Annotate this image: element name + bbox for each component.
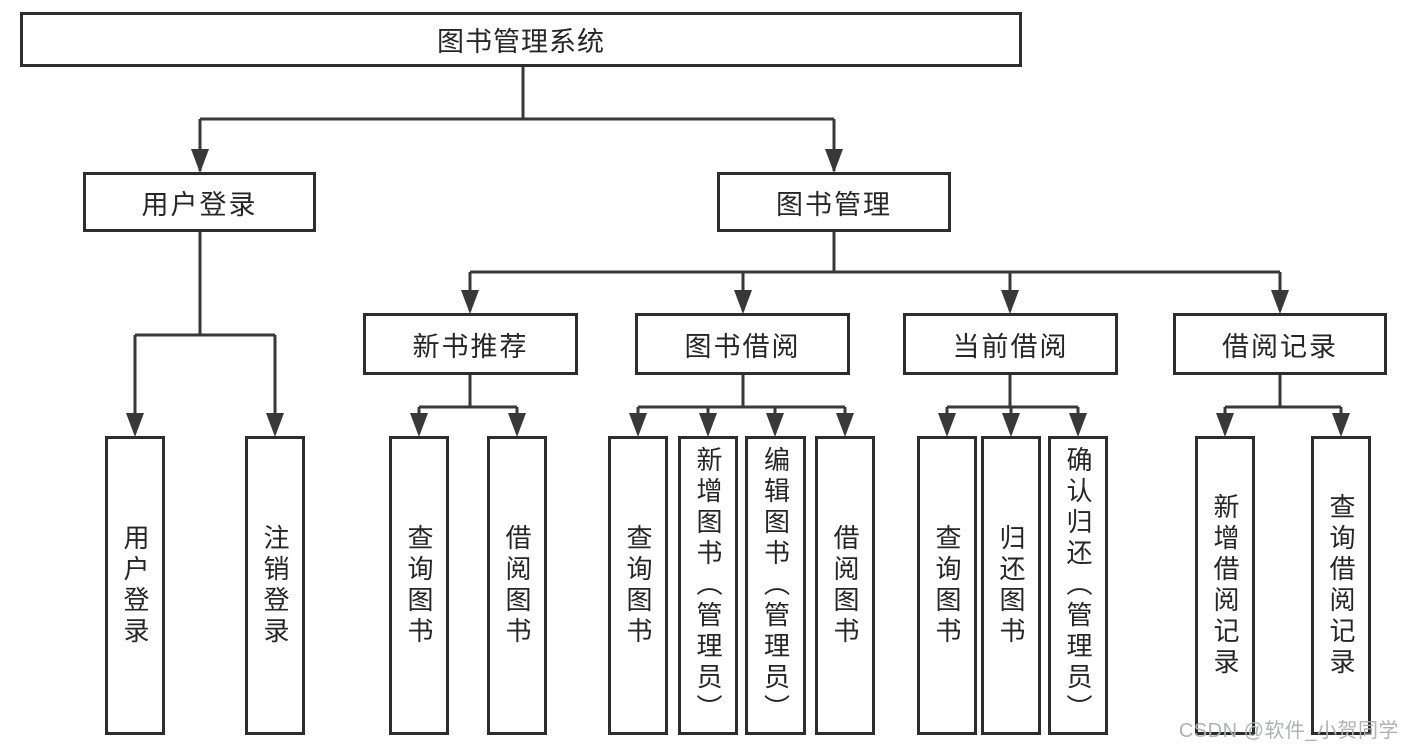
leaf-cb-return-books: 归还图书 — [981, 436, 1041, 735]
node-user-login-label: 用户登录 — [141, 189, 258, 220]
leaf-bb-edit-books-admin: 编辑图书（管理员） — [745, 436, 806, 735]
leaf-bb-borrow-books: 借阅图书 — [815, 436, 875, 735]
leaf-cb-confirm-return-admin-label: 确认归还（管理员） — [1063, 446, 1093, 725]
node-current-borrowing: 当前借阅 — [903, 313, 1118, 375]
leaf-br-query-record-label: 查询借阅记录 — [1326, 492, 1356, 679]
leaf-user-login-label: 用户登录 — [120, 523, 150, 648]
node-new-book-recommend: 新书推荐 — [363, 313, 578, 375]
leaf-cb-confirm-return-admin: 确认归还（管理员） — [1048, 436, 1108, 735]
leaf-bb-borrow-books-label: 借阅图书 — [830, 523, 860, 648]
leaf-cb-query-books: 查询图书 — [917, 436, 977, 735]
leaf-logout-label: 注销登录 — [260, 523, 290, 648]
node-book-borrowing-label: 图书借阅 — [684, 331, 801, 362]
leaf-br-add-record: 新增借阅记录 — [1195, 436, 1255, 735]
leaf-bb-query-books-label: 查询图书 — [623, 523, 653, 648]
leaf-user-login: 用户登录 — [105, 436, 165, 735]
leaf-bb-edit-books-admin-label: 编辑图书（管理员） — [760, 446, 791, 725]
csdn-watermark: CSDN @软件_小贺同学 — [1178, 720, 1399, 742]
node-borrowing-records-label: 借阅记录 — [1222, 331, 1338, 362]
node-root-label: 图书管理系统 — [437, 27, 605, 57]
leaf-cb-return-books-label: 归还图书 — [996, 523, 1026, 648]
leaf-bb-add-books-admin: 新增图书（管理员） — [678, 436, 738, 735]
leaf-nbr-borrow-books: 借阅图书 — [487, 436, 547, 735]
leaf-bb-add-books-admin-label: 新增图书（管理员） — [693, 446, 723, 725]
leaf-nbr-query-books-label: 查询图书 — [404, 523, 434, 648]
leaf-bb-query-books: 查询图书 — [608, 436, 668, 735]
leaf-logout: 注销登录 — [245, 436, 305, 735]
node-new-book-recommend-label: 新书推荐 — [412, 331, 529, 362]
node-borrowing-records: 借阅记录 — [1173, 313, 1387, 375]
node-user-login: 用户登录 — [83, 172, 316, 232]
leaf-nbr-query-books: 查询图书 — [389, 436, 449, 735]
node-book-management-label: 图书管理 — [776, 189, 892, 220]
leaf-br-query-record: 查询借阅记录 — [1311, 436, 1371, 735]
leaf-cb-query-books-label: 查询图书 — [932, 523, 962, 648]
leaf-nbr-borrow-books-label: 借阅图书 — [502, 523, 532, 648]
leaf-br-add-record-label: 新增借阅记录 — [1210, 492, 1240, 679]
node-current-borrowing-label: 当前借阅 — [952, 331, 1069, 362]
node-book-borrowing: 图书借阅 — [635, 313, 850, 375]
node-root: 图书管理系统 — [20, 12, 1022, 67]
node-book-management: 图书管理 — [717, 172, 951, 232]
